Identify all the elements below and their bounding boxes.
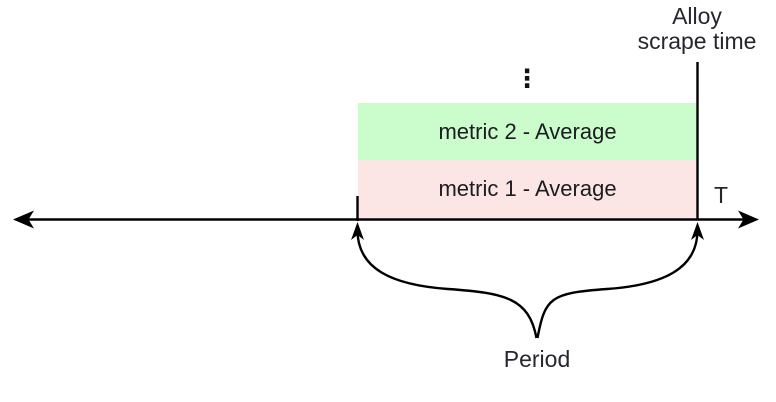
period-brace-left-curve (356, 229, 538, 339)
time-axis-t-label: T (713, 182, 729, 208)
metric2-average-bar: metric 2 - Average (358, 103, 697, 160)
metric2-average-label: metric 2 - Average (438, 118, 617, 144)
alloy-scrape-time-label: Alloy scrape time (617, 4, 776, 54)
metric1-average-bar: metric 1 - Average (358, 160, 697, 218)
period-label: Period (503, 346, 571, 372)
period-brace-right-curve (536, 229, 699, 339)
time-axis-left-arrowhead-icon (13, 210, 34, 229)
time-axis-right-arrowhead-icon (738, 210, 759, 229)
alloy-scrape-time-label-line1: Alloy (672, 3, 722, 29)
period-brace-left-arrowhead-icon (351, 222, 364, 240)
alloy-scrape-time-label-line2: scrape time (637, 28, 757, 54)
period-brace-right-arrowhead-icon (691, 222, 704, 240)
metric1-average-label: metric 1 - Average (438, 176, 617, 201)
more-metrics-ellipsis: ⋮ (514, 65, 540, 93)
